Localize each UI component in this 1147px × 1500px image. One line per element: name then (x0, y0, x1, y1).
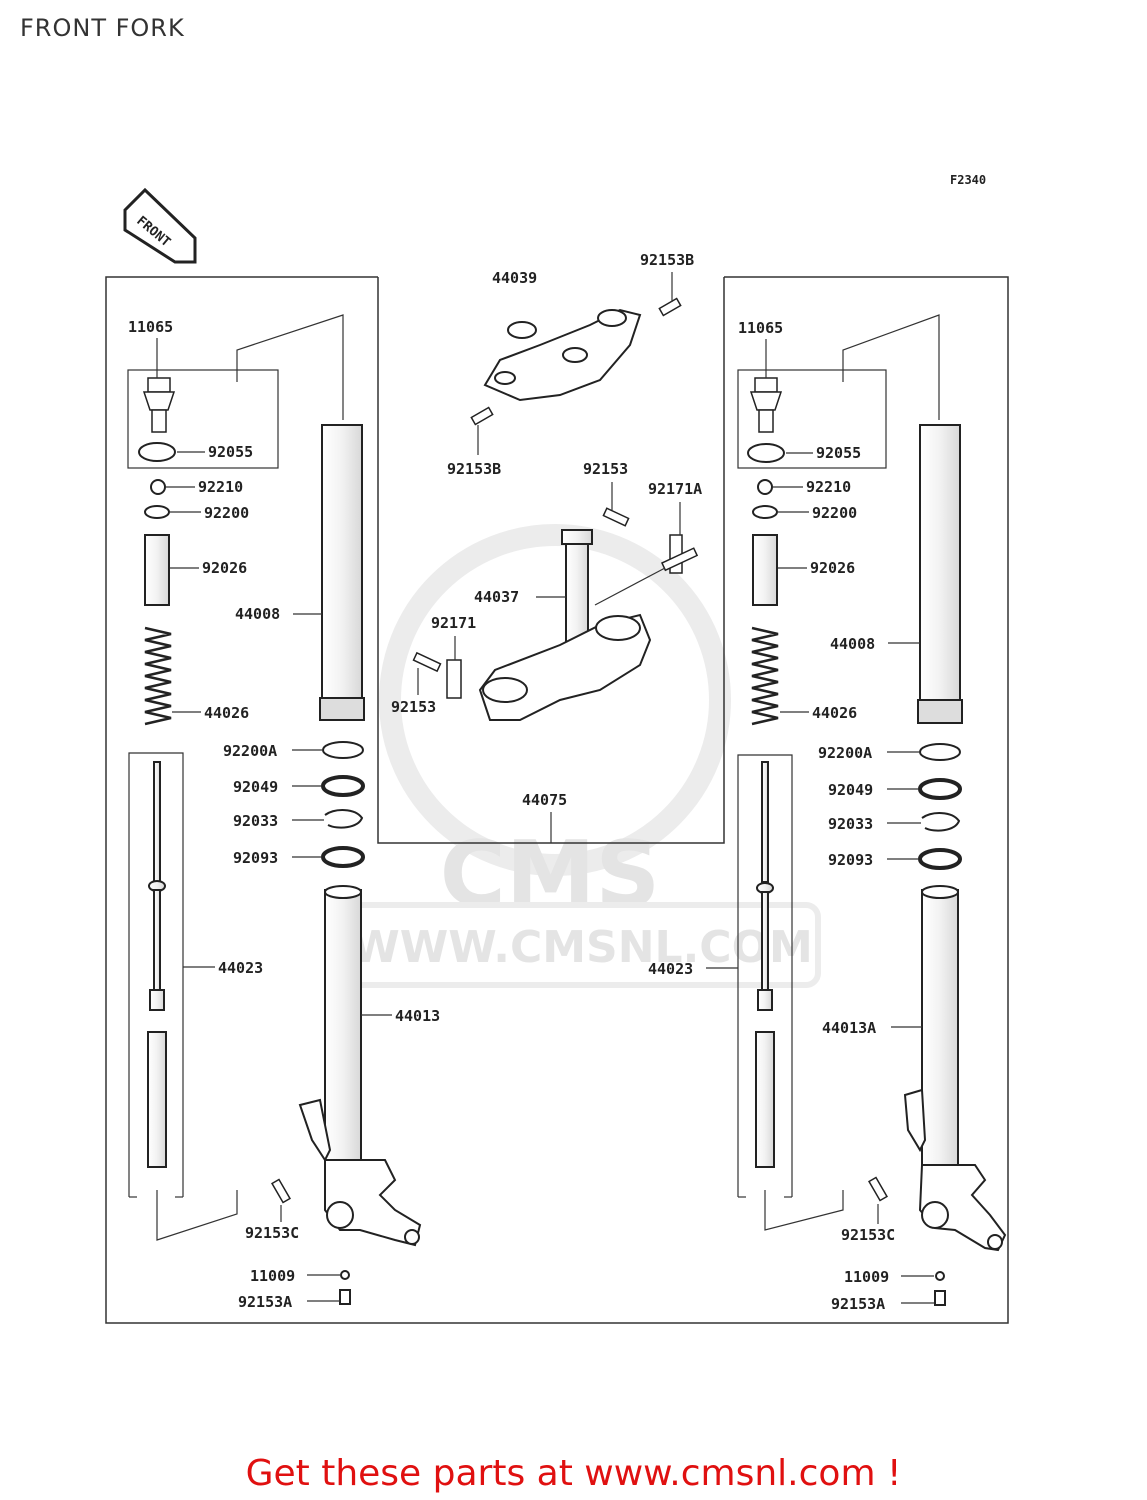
oring-92055-left (138, 442, 176, 462)
clip-92171a (660, 534, 699, 574)
lower-bracket-44075 (478, 613, 652, 721)
label-44026-left: 44026 (204, 704, 249, 722)
label-11009-left: 11009 (250, 1267, 295, 1285)
label-92026-left: 92026 (202, 559, 247, 577)
outer-tube-44008-right (919, 424, 961, 724)
frame-left (105, 276, 378, 1324)
clip-92033-left (324, 809, 364, 829)
label-44026-right: 44026 (812, 704, 857, 722)
label-44013-left: 44013 (395, 1007, 440, 1025)
outer-tube-44008-left (321, 424, 363, 721)
label-11065-right: 11065 (738, 319, 783, 337)
label-92049-right: 92049 (828, 781, 873, 799)
bolt-92153c-left (271, 1178, 291, 1204)
nut-92210-right (757, 479, 773, 495)
label-44008-right: 44008 (830, 635, 875, 653)
washer-11009-right (935, 1271, 945, 1281)
label-92093-right: 92093 (828, 851, 873, 869)
axle-bracket-left (298, 1098, 422, 1247)
label-44023-right: 44023 (648, 960, 693, 978)
label-92049-left: 92049 (233, 778, 278, 796)
spring-44026-left (144, 626, 172, 726)
seal-92049-right (918, 778, 962, 800)
label-92200a-left: 92200A (223, 742, 277, 760)
collar-92026-left (144, 534, 170, 606)
label-11009-right: 11009 (844, 1268, 889, 1286)
inner-tube-44013a-right (921, 889, 959, 1166)
page-title: FRONT FORK (20, 14, 185, 42)
ring-92200a-right (919, 743, 961, 761)
seal-92093-left (321, 846, 365, 868)
label-92210-left: 92210 (198, 478, 243, 496)
label-92200a-right: 92200A (818, 744, 872, 762)
washer-11009-left (340, 1270, 350, 1280)
label-92200-right: 92200 (812, 504, 857, 522)
label-92055-right: 92055 (816, 444, 861, 462)
cap-bolt-11065-right (749, 377, 783, 433)
watermark: CMS WWW.CMSNL.COM (345, 524, 821, 988)
bolt-92153c-right (868, 1176, 888, 1202)
label-92153b-top: 92153B (640, 251, 694, 269)
bolt-92153b-top (658, 297, 682, 317)
label-44039: 44039 (492, 269, 537, 287)
label-44023-left: 44023 (218, 959, 263, 977)
label-92153-mid: 92153 (583, 460, 628, 478)
ring-92200a-left (322, 741, 364, 759)
watermark-brand: CMS (440, 822, 660, 927)
collar-92026-right (752, 534, 778, 606)
label-92171: 92171 (431, 614, 476, 632)
promo-suffix: ! (875, 1453, 902, 1494)
upper-bracket-44039 (483, 308, 642, 402)
clip-92033-right (921, 812, 961, 832)
label-44013a-right: 44013A (822, 1019, 876, 1037)
watermark-url: WWW.CMSNL.COM (351, 922, 813, 973)
label-92210-right: 92210 (806, 478, 851, 496)
washer-92200-right (752, 505, 778, 519)
label-92171a: 92171A (648, 480, 702, 498)
clip-92171 (446, 659, 462, 699)
nut-92210-left (150, 479, 166, 495)
label-92033-right: 92033 (828, 815, 873, 833)
label-11065-left: 11065 (128, 318, 173, 336)
label-44037: 44037 (474, 588, 519, 606)
right-fork (737, 314, 1007, 1306)
seal-92049-left (321, 775, 365, 797)
label-92153b-low: 92153B (447, 460, 501, 478)
promo-banner: Get these parts at www.cmsnl.com ! (0, 1453, 1147, 1494)
axle-bracket-right (903, 1088, 1007, 1252)
washer-92200-left (144, 505, 170, 519)
cartridge-44023-right (755, 761, 775, 1168)
front-arrow-icon: FRONT (123, 187, 197, 264)
promo-prefix: Get these parts at (245, 1453, 585, 1494)
oring-92055-right (747, 443, 785, 463)
label-44075: 44075 (522, 791, 567, 809)
bolt-92153-left (412, 651, 442, 673)
parts-diagram: CMS WWW.CMSNL.COM F2340 FRONT 44039 9215… (105, 173, 1009, 1324)
promo-link[interactable]: www.cmsnl.com (584, 1453, 876, 1494)
label-92153a-left: 92153A (238, 1293, 292, 1311)
label-92153c-right: 92153C (841, 1226, 895, 1244)
spring-44026-right (751, 626, 779, 726)
bolt-92153a-right (934, 1290, 946, 1306)
bolt-92153-mid (602, 507, 630, 527)
label-92153a-right: 92153A (831, 1295, 885, 1313)
figure-code: F2340 (950, 173, 986, 187)
label-92093-left: 92093 (233, 849, 278, 867)
label-44008-left: 44008 (235, 605, 280, 623)
cap-bolt-11065-left (142, 377, 176, 433)
label-92055-left: 92055 (208, 443, 253, 461)
bolt-92153b-low (470, 406, 494, 426)
inner-tube-44013-left (324, 889, 362, 1166)
label-92026-right: 92026 (810, 559, 855, 577)
label-92200-left: 92200 (204, 504, 249, 522)
left-fork (127, 314, 422, 1305)
label-92033-left: 92033 (233, 812, 278, 830)
label-92153c-left: 92153C (245, 1224, 299, 1242)
label-92153-left: 92153 (391, 698, 436, 716)
cartridge-44023-left (147, 761, 167, 1168)
seal-92093-right (918, 848, 962, 870)
bolt-92153a-left (339, 1289, 351, 1305)
